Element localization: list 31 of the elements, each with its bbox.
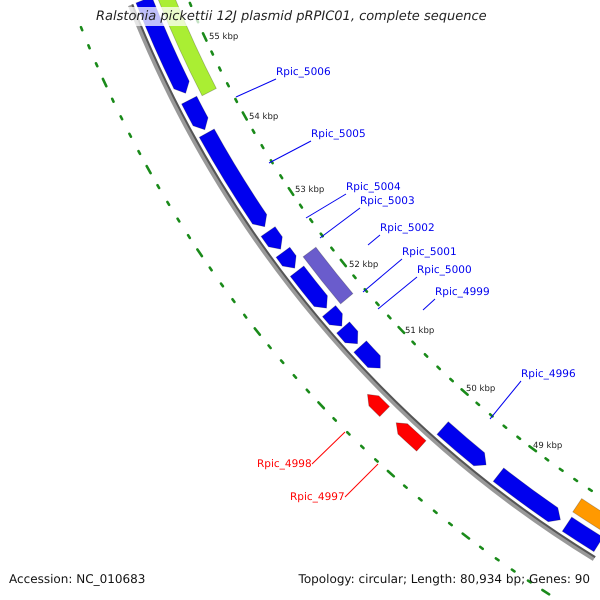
- gene-label: Rpic_5003: [360, 195, 415, 208]
- footer-text: Topology: circular; Length: 80,934 bp; Genes: 90: [298, 573, 590, 586]
- scale-label: 54 kbp: [249, 111, 278, 124]
- scale-label: 49 kbp: [533, 440, 562, 453]
- gene-label: Rpic_4996: [521, 368, 576, 381]
- leader-line: [344, 464, 378, 498]
- gene-label: Rpic_4997: [290, 490, 345, 504]
- leader-line: [268, 140, 312, 164]
- leader-line: [368, 234, 380, 246]
- footer-text: Accession: NC_010683: [9, 573, 146, 586]
- leader-line: [378, 276, 418, 310]
- gene-label: Rpic_5002: [380, 222, 435, 235]
- gene-label: Rpic_5000: [417, 264, 472, 277]
- scale-label: 53 kbp: [295, 184, 324, 197]
- leader-line: [320, 208, 360, 238]
- leader-line: [490, 380, 522, 420]
- gene-label: Rpic_5005: [311, 128, 366, 141]
- leader-line: [236, 78, 276, 98]
- leader-line: [312, 432, 346, 464]
- scale-label: 52 kbp: [349, 259, 378, 272]
- scale-label: 55 kbp: [209, 31, 238, 44]
- leader-line: [306, 194, 346, 218]
- leader-line: [422, 298, 436, 310]
- scale-label: 51 kbp: [405, 325, 434, 338]
- gene-label: Rpic_4998: [257, 458, 312, 470]
- scale-label: 50 kbp: [466, 383, 496, 396]
- gene-label: Rpic_5001: [402, 246, 457, 259]
- gene-label: Rpic_5006: [276, 66, 331, 79]
- gene-label: Rpic_5004: [346, 181, 401, 194]
- gene-label: Rpic_4999: [435, 286, 490, 299]
- leader-line: [362, 258, 402, 292]
